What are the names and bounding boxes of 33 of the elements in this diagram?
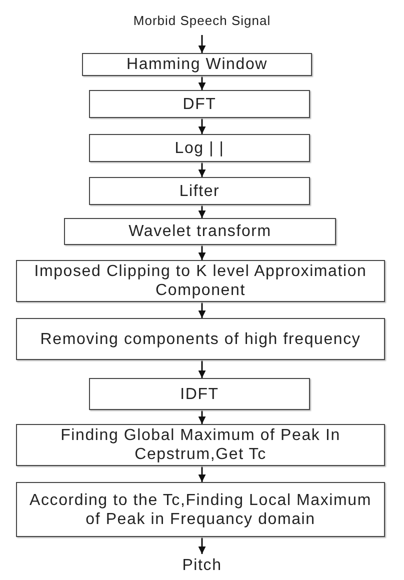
process-box [89,90,310,118]
process-box [16,260,385,302]
box-label: Imposed Clipping to K level Approximation Component [33,262,368,300]
box-label: IDFT [179,384,220,404]
process-box [16,482,385,537]
arrow [198,466,206,482]
box-label: DFT [182,94,218,114]
box-label: Hamming Window [125,55,268,74]
arrow [198,162,206,177]
terminal-label: Morbid Speech Signal [132,14,272,28]
process-box [89,177,310,205]
arrow [198,410,206,424]
box-label: Finding Global Maximum of Peak In Cepstrum,Get Tc [60,426,342,464]
process-box [16,424,385,466]
box-label: Lifter [178,182,221,200]
terminal-label: Pitch [181,556,223,574]
process-box [64,218,336,245]
arrow [198,205,206,218]
box-label: Log | | [174,138,226,158]
arrow [198,245,206,260]
arrow [198,302,206,318]
arrow [198,537,206,554]
process-box [89,378,310,410]
arrow [198,76,206,90]
process-box [82,53,312,76]
arrow [198,360,206,378]
arrow [198,35,206,53]
process-box [89,134,310,162]
process-box [16,318,385,360]
box-label: According to the Tc,Finding Local Maximum of Peak in Frequancy domain [28,490,372,528]
arrow [198,118,206,134]
box-label: Removing components of high frequency [39,330,362,348]
box-label: Wavelet transform [128,222,272,241]
